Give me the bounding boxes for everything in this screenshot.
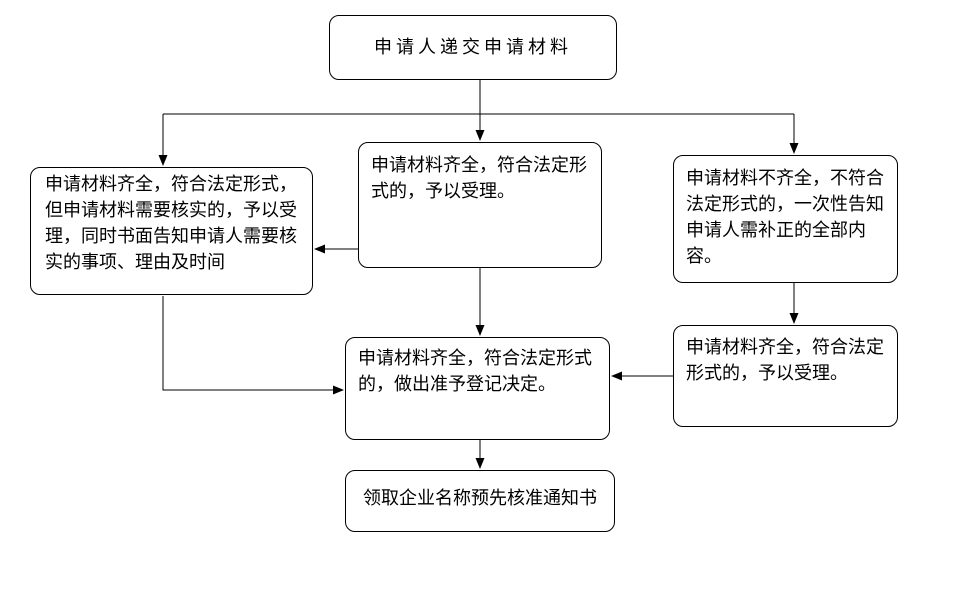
node-incomplete-notice: 申请材料不齐全，不符合法定形式的，一次性告知申请人需补正的全部内容。 (673, 155, 898, 283)
node-accept-right-label: 申请材料齐全，符合法定形式的，予以受理。 (686, 337, 884, 384)
arrowhead-into-incomplete-top (789, 143, 799, 154)
node-approval-decision: 申请材料齐全，符合法定形式的，做出准予登记决定。 (345, 337, 610, 440)
arrowhead-into-verify-top (158, 155, 168, 166)
node-notice-label: 领取企业名称预先核准通知书 (363, 488, 597, 509)
node-accepted-center: 申请材料齐全，符合法定形式的，予以受理。 (358, 142, 602, 268)
arrowhead-into-approve-right (611, 371, 622, 381)
edge-verify-to-approve (162, 296, 334, 391)
node-accepted-right: 申请材料齐全，符合法定形式的，予以受理。 (673, 325, 898, 427)
node-verify-label: 申请材料齐全，符合法定形式，但申请材料需要核实的，予以受理，同时书面告知申请人需… (45, 174, 297, 273)
arrowhead-into-accept-center (475, 130, 485, 141)
arrowhead-into-accept-right-top (789, 313, 799, 324)
node-receive-notice: 领取企业名称预先核准通知书 (345, 470, 615, 532)
node-approve-label: 申请材料齐全，符合法定形式的，做出准予登记决定。 (358, 348, 592, 395)
arrowhead-into-notice-top (475, 458, 485, 469)
node-submit-materials: 申请人递交申请材料 (329, 15, 617, 80)
node-incomplete-label: 申请材料不齐全，不符合法定形式的，一次性告知申请人需补正的全部内容。 (686, 168, 884, 267)
arrowhead-into-approve-left (333, 385, 344, 395)
arrowhead-into-verify-right (314, 244, 325, 254)
node-accept-center-label: 申请材料齐全，符合法定形式的，予以受理。 (371, 155, 587, 202)
arrowhead-into-approve-top (475, 325, 485, 336)
node-submit-label: 申请人递交申请材料 (374, 36, 572, 58)
node-needs-verification: 申请材料齐全，符合法定形式，但申请材料需要核实的，予以受理，同时书面告知申请人需… (30, 167, 313, 295)
